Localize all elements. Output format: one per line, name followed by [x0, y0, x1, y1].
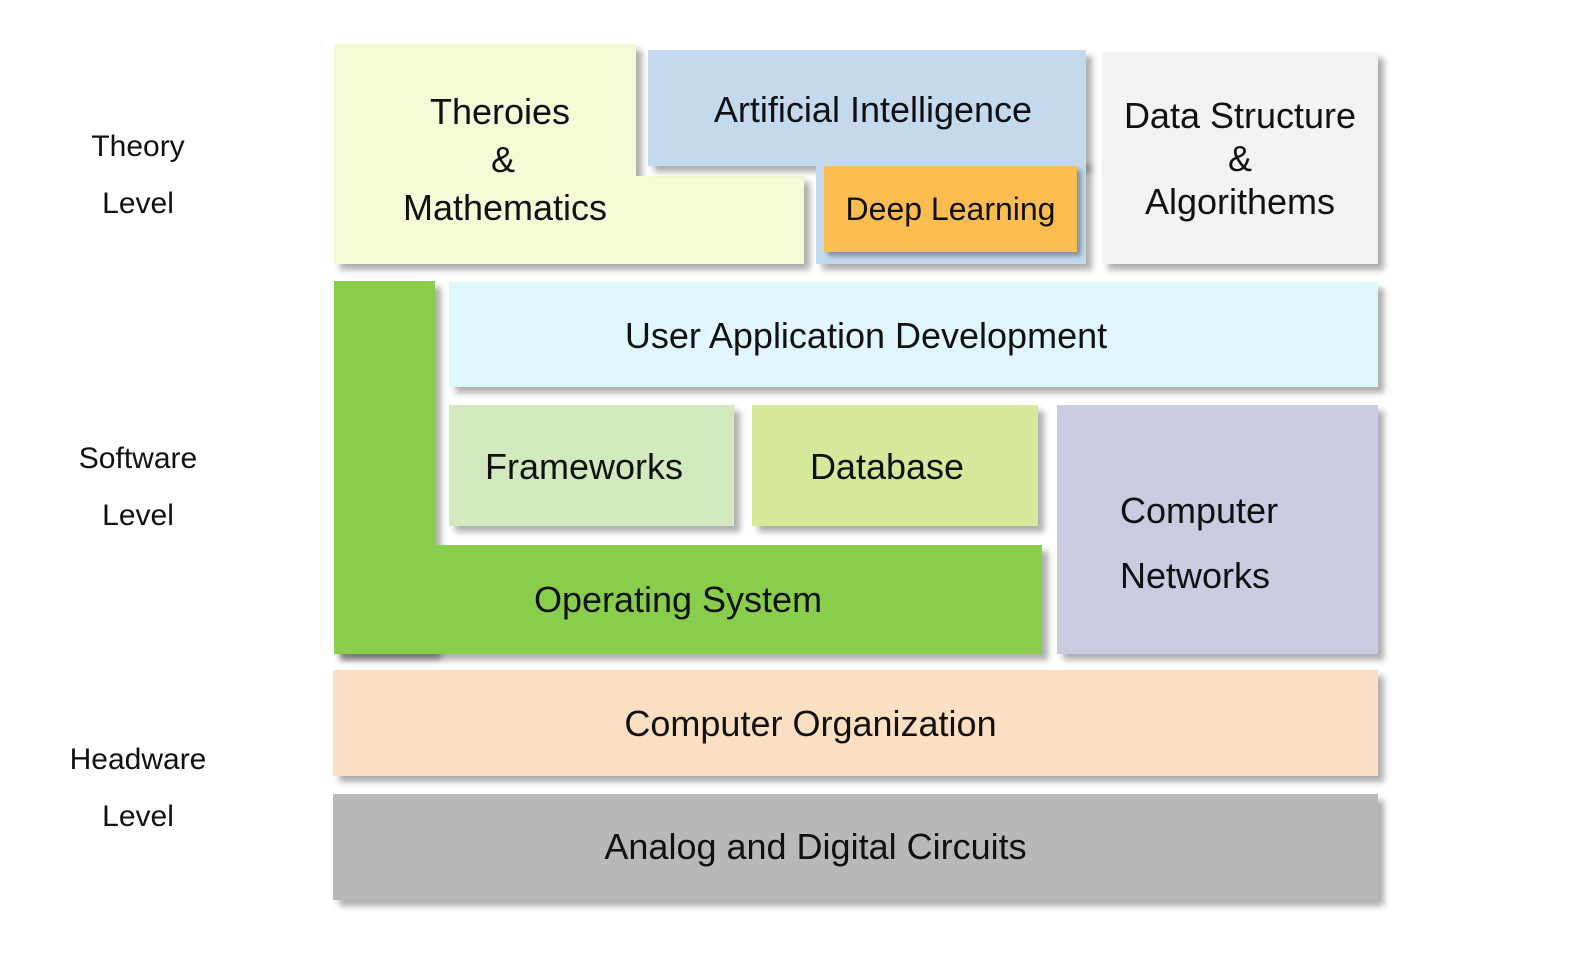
database-label: Database: [809, 446, 965, 487]
computer-line: Computer: [1120, 490, 1279, 531]
frameworks-block: [449, 405, 734, 526]
database-block: [752, 405, 1038, 526]
hardware-level-line1: Headware: [69, 743, 207, 776]
ai-label: Artificial Intelligence: [713, 89, 1033, 130]
analog-digital-label: Analog and Digital Circuits: [604, 826, 1027, 867]
software-level-label: Software Level: [38, 430, 238, 544]
algorithms-line: Algorithems: [1144, 181, 1336, 222]
computer-networks-block: [1057, 405, 1378, 654]
hardware-level-line2: Level: [102, 800, 174, 833]
computer-organization-block: [333, 670, 1378, 776]
theory-level-line2: Level: [102, 187, 174, 220]
analog-digital-block: [333, 794, 1378, 900]
theories-ampersand: &: [490, 139, 515, 180]
user-app-dev-label: User Application Development: [624, 315, 1108, 356]
data-structure-line: Data Structure: [1123, 95, 1357, 136]
ai-block-top: [648, 50, 1086, 166]
theory-level-line1: Theory: [91, 130, 185, 163]
software-level-line1: Software: [78, 442, 198, 475]
theories-line: Theroies: [429, 91, 571, 132]
theory-level-label: Theory Level: [38, 118, 238, 232]
computer-organization-label: Computer Organization: [624, 703, 997, 744]
computer-networks-label: Computer Networks: [1120, 478, 1278, 608]
hardware-level-label: Headware Level: [38, 731, 238, 845]
networks-line: Networks: [1120, 555, 1271, 596]
user-app-dev-block: [449, 282, 1378, 387]
mathematics-line: Mathematics: [402, 187, 608, 228]
os-label: Operating System: [533, 579, 823, 620]
theories-math-block-bottom: [334, 176, 804, 264]
data-structure-block: [1102, 52, 1378, 264]
data-structure-ampersand: &: [1227, 138, 1252, 179]
os-block-horizontal: [334, 545, 1042, 654]
data-structure-label: Data Structure & Algorithems: [1102, 94, 1378, 223]
frameworks-label: Frameworks: [484, 446, 684, 487]
deep-learning-label: Deep Learning: [845, 191, 1056, 227]
software-level-line2: Level: [102, 499, 174, 532]
theories-math-label: Theroies & Mathematics: [350, 88, 670, 232]
deep-learning-block: [824, 166, 1077, 252]
